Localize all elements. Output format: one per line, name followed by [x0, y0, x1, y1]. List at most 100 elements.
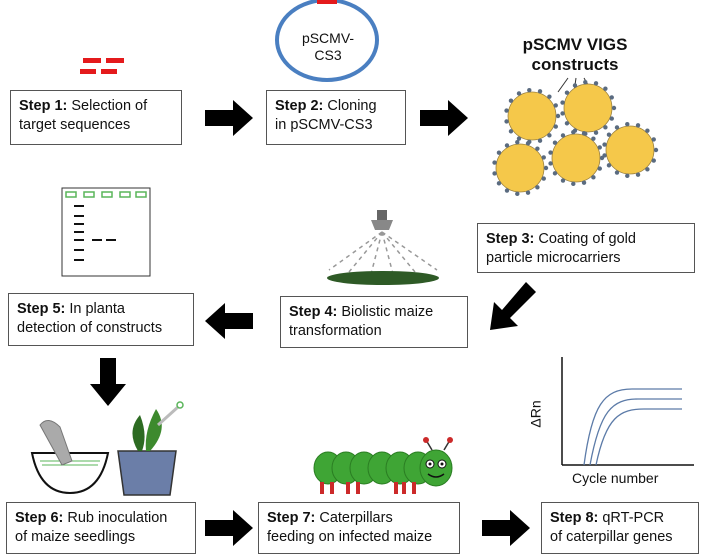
- step6-box: Step 6: Rub inoculation of maize seedlin…: [6, 502, 196, 554]
- qpcr-ylabel: ΔRn: [527, 400, 544, 428]
- qpcr-plot: [561, 357, 694, 466]
- plasmid-label-line2: CS3: [314, 47, 342, 63]
- construct-dot: [504, 188, 510, 193]
- construct-dot: [609, 95, 614, 100]
- construct-dot: [609, 116, 614, 121]
- gold-particle: [563, 83, 613, 133]
- gold-particle: [507, 91, 557, 141]
- plasmid-label-line1: pSCMV-: [301, 30, 355, 46]
- construct-dot: [597, 145, 602, 150]
- construct-dot: [541, 176, 546, 181]
- step7-number: Step 7:: [267, 510, 316, 526]
- construct-dot: [525, 190, 531, 195]
- construct-dot: [603, 125, 608, 130]
- construct-dot: [645, 167, 650, 172]
- construct-dot: [645, 128, 650, 133]
- construct-dot: [548, 150, 553, 155]
- target-sequence-fragments: [80, 58, 124, 74]
- construct-dot: [602, 153, 607, 158]
- arrow-right-icon: [205, 510, 253, 546]
- step5-text1: In planta: [65, 301, 126, 317]
- construct-dot: [504, 108, 509, 113]
- step8-box: Step 8: qRT-PCR of caterpillar genes: [541, 502, 699, 554]
- arrow-right-icon: [482, 510, 530, 546]
- arrow-right-icon: [420, 100, 468, 136]
- step4-number: Step 4:: [289, 304, 338, 320]
- construct-dot: [525, 141, 531, 146]
- construct-dot: [606, 132, 612, 137]
- construct-dot: [552, 171, 558, 176]
- step3-number: Step 3:: [486, 231, 535, 247]
- step7-box: Step 7: Caterpillars feeding on infected…: [258, 502, 460, 554]
- construct-dot: [602, 142, 607, 147]
- construct-dot: [625, 173, 630, 179]
- rub-inoculation-icon: [30, 401, 184, 496]
- construct-dot: [572, 83, 578, 88]
- gold-particle: [495, 143, 545, 193]
- construct-dot: [606, 163, 612, 168]
- construct-dot: [555, 113, 561, 119]
- construct-dot: [614, 170, 620, 175]
- construct-dot: [593, 81, 599, 86]
- step2-text1: Cloning: [323, 98, 377, 114]
- plasmid-icon: [275, 0, 379, 82]
- construct-dot: [611, 105, 617, 111]
- construct-dot: [496, 181, 502, 186]
- constructs-title-line2: constructs: [531, 55, 619, 74]
- construct-dot: [541, 155, 546, 160]
- construct-dot: [504, 119, 509, 124]
- construct-dot: [547, 133, 552, 138]
- construct-dot: [552, 140, 558, 145]
- construct-dot: [560, 133, 566, 138]
- construct-dot: [548, 161, 553, 166]
- step6-text1: Rub inoculation: [63, 510, 168, 526]
- construct-dot: [571, 129, 576, 135]
- construct-dot: [571, 181, 576, 187]
- construct-dot: [597, 166, 602, 171]
- construct-dot: [547, 94, 552, 99]
- step4-box: Step 4: Biolistic maize transformation: [280, 296, 468, 348]
- gold-particle: [605, 125, 655, 175]
- qpcr-xlabel: Cycle number: [572, 470, 659, 486]
- construct-dot: [492, 171, 497, 176]
- gold-particle: [551, 133, 601, 183]
- step6-text2: of maize seedlings: [15, 529, 136, 545]
- construct-dot: [560, 178, 566, 183]
- step2-text2: in pSCMV-CS3: [275, 117, 373, 133]
- construct-dot: [625, 121, 630, 127]
- step1-box: Step 1: Selection of target sequences: [10, 90, 182, 145]
- gold-particles: [492, 77, 659, 197]
- plasmid-label: pSCMV- CS3: [290, 30, 366, 64]
- construct-dot: [651, 137, 656, 142]
- biolistic-gun-icon: [327, 210, 439, 285]
- step8-text2: of caterpillar genes: [550, 529, 673, 545]
- step3-box: Step 3: Coating of gold particle microca…: [477, 223, 695, 273]
- construct-dot: [537, 89, 543, 94]
- construct-dot: [516, 136, 522, 141]
- step1-text1: Selection of: [67, 98, 148, 114]
- step1-number: Step 1:: [19, 98, 68, 114]
- construct-dot: [560, 100, 565, 105]
- construct-dot: [560, 111, 565, 116]
- arrow-down-icon: [90, 358, 126, 406]
- construct-dot: [591, 136, 596, 141]
- step5-box: Step 5: In planta detection of construct…: [8, 293, 194, 346]
- step5-number: Step 5:: [17, 301, 66, 317]
- step3-text1: Coating of gold: [534, 231, 636, 247]
- construct-dot: [653, 147, 659, 153]
- step1-text2: target sequences: [19, 117, 131, 133]
- gel-image: [61, 187, 151, 277]
- construct-dot: [496, 150, 502, 155]
- construct-dot: [553, 103, 558, 108]
- caterpillar-icon: [313, 437, 453, 494]
- construct-dot: [508, 129, 514, 134]
- construct-dot: [535, 146, 540, 151]
- step7-text1: Caterpillars: [315, 510, 393, 526]
- step7-text2: feeding on infected maize: [267, 529, 433, 545]
- step3-text2: particle microcarriers: [486, 250, 621, 266]
- construct-dot: [537, 138, 543, 143]
- step2-box: Step 2: Cloning in pSCMV-CS3: [266, 90, 406, 145]
- construct-dot: [527, 87, 532, 93]
- construct-dot: [593, 130, 599, 135]
- construct-dot: [603, 86, 608, 91]
